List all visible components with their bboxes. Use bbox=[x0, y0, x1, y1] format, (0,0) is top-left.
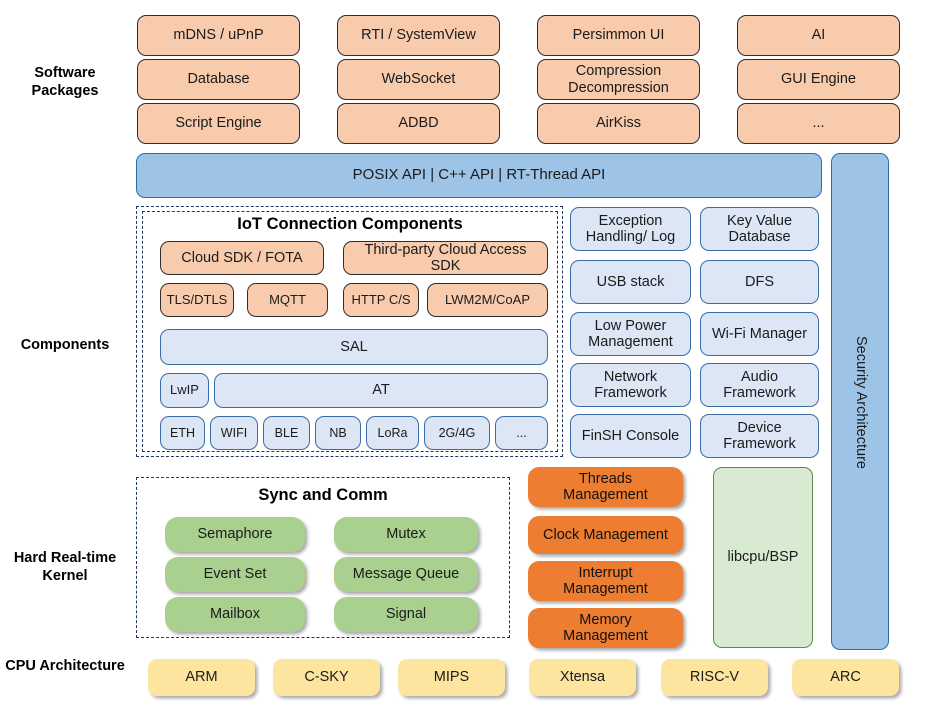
component-box[interactable]: Wi-Fi Manager bbox=[700, 312, 819, 356]
iot-link-box[interactable]: WIFI bbox=[210, 416, 258, 450]
iot-sal-box[interactable]: SAL bbox=[160, 329, 548, 365]
iot-link-box[interactable]: ... bbox=[495, 416, 548, 450]
row-label-kernel: Hard Real-time Kernel bbox=[13, 550, 117, 584]
iot-link-box[interactable]: 2G/4G bbox=[424, 416, 490, 450]
iot-cloud-box[interactable]: Third-party Cloud Access SDK bbox=[343, 241, 548, 275]
component-box[interactable]: Exception Handling/ Log bbox=[570, 207, 691, 251]
iot-connection-title: IoT Connection Components bbox=[237, 215, 463, 233]
component-box[interactable]: DFS bbox=[700, 260, 819, 304]
component-box[interactable]: FinSH Console bbox=[570, 414, 691, 458]
api-bar[interactable]: POSIX API | C++ API | RT-Thread API bbox=[136, 153, 822, 198]
sync-box[interactable]: Mutex bbox=[334, 517, 478, 552]
package-box[interactable]: GUI Engine bbox=[737, 59, 900, 100]
package-box[interactable]: ... bbox=[737, 103, 900, 144]
iot-lwip-box[interactable]: LwIP bbox=[160, 373, 209, 408]
sync-box[interactable]: Message Queue bbox=[334, 557, 478, 592]
sync-and-comm-title: Sync and Comm bbox=[258, 486, 388, 504]
package-box[interactable]: Persimmon UI bbox=[537, 15, 700, 56]
package-box[interactable]: WebSocket bbox=[337, 59, 500, 100]
component-box[interactable]: Network Framework bbox=[570, 363, 691, 407]
iot-protocol-box[interactable]: TLS/DTLS bbox=[160, 283, 234, 317]
component-box[interactable]: USB stack bbox=[570, 260, 691, 304]
package-box[interactable]: ADBD bbox=[337, 103, 500, 144]
security-architecture-label: Security Architecture bbox=[853, 336, 869, 469]
sync-and-comm-container bbox=[136, 477, 510, 638]
iot-connection-container bbox=[142, 211, 558, 452]
package-box[interactable]: AI bbox=[737, 15, 900, 56]
component-box[interactable]: Device Framework bbox=[700, 414, 819, 458]
package-box[interactable]: AirKiss bbox=[537, 103, 700, 144]
iot-protocol-box[interactable]: HTTP C/S bbox=[343, 283, 419, 317]
iot-protocol-box[interactable]: LWM2M/CoAP bbox=[427, 283, 548, 317]
row-label-software-packages: Software Packages bbox=[31, 65, 99, 99]
iot-link-box[interactable]: BLE bbox=[263, 416, 310, 450]
cpu-arch-box[interactable]: Xtensa bbox=[529, 659, 636, 696]
component-box[interactable]: Key Value Database bbox=[700, 207, 819, 251]
cpu-arch-box[interactable]: ARC bbox=[792, 659, 899, 696]
iot-cloud-box[interactable]: Cloud SDK / FOTA bbox=[160, 241, 324, 275]
components-outer-container bbox=[136, 206, 563, 457]
package-box[interactable]: Database bbox=[137, 59, 300, 100]
component-box[interactable]: Audio Framework bbox=[700, 363, 819, 407]
kernel-management-box[interactable]: Clock Management bbox=[528, 516, 683, 554]
cpu-arch-box[interactable]: C-SKY bbox=[273, 659, 380, 696]
cpu-arch-box[interactable]: ARM bbox=[148, 659, 255, 696]
iot-at-box[interactable]: AT bbox=[214, 373, 548, 408]
iot-link-box[interactable]: NB bbox=[315, 416, 361, 450]
libcpu-bsp-box[interactable]: libcpu/BSP bbox=[713, 467, 813, 648]
sync-box[interactable]: Signal bbox=[334, 597, 478, 632]
iot-protocol-box[interactable]: MQTT bbox=[247, 283, 328, 317]
row-label-cpu: CPU Architecture bbox=[5, 658, 125, 674]
package-box[interactable]: Compression Decompression bbox=[537, 59, 700, 100]
row-label-components: Components bbox=[20, 337, 110, 353]
package-box[interactable]: Script Engine bbox=[137, 103, 300, 144]
iot-link-box[interactable]: LoRa bbox=[366, 416, 419, 450]
package-box[interactable]: RTI / SystemView bbox=[337, 15, 500, 56]
kernel-management-box[interactable]: Interrupt Management bbox=[528, 561, 683, 601]
security-architecture-column[interactable]: Security Architecture bbox=[831, 153, 889, 650]
sync-box[interactable]: Mailbox bbox=[165, 597, 305, 632]
sync-box[interactable]: Semaphore bbox=[165, 517, 305, 552]
sync-box[interactable]: Event Set bbox=[165, 557, 305, 592]
cpu-arch-box[interactable]: MIPS bbox=[398, 659, 505, 696]
kernel-management-box[interactable]: Memory Management bbox=[528, 608, 683, 648]
kernel-management-box[interactable]: Threads Management bbox=[528, 467, 683, 507]
iot-link-box[interactable]: ETH bbox=[160, 416, 205, 450]
component-box[interactable]: Low Power Management bbox=[570, 312, 691, 356]
package-box[interactable]: mDNS / uPnP bbox=[137, 15, 300, 56]
cpu-arch-box[interactable]: RISC-V bbox=[661, 659, 768, 696]
